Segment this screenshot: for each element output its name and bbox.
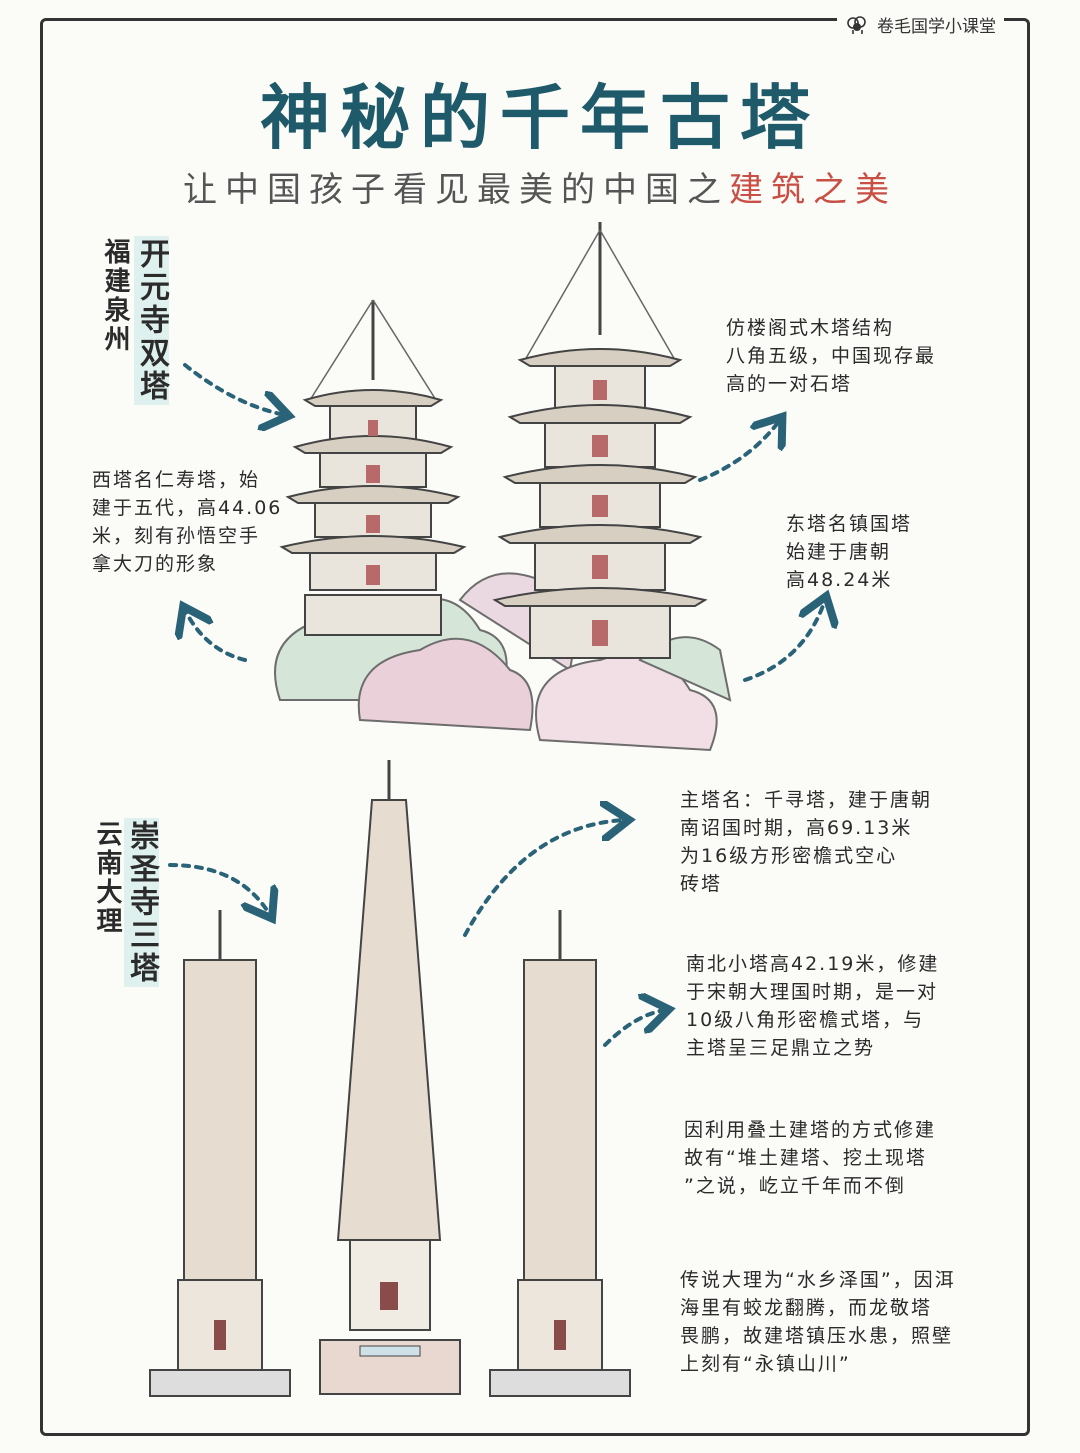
qianxun-pagoda-illustration: [319, 760, 461, 1395]
subtitle-accent: 建筑之美: [729, 170, 897, 210]
section1-note-west: 西塔名仁寿塔，始 建于五代，高44.06 米，刻有孙悟空手 拿大刀的形象: [92, 469, 283, 575]
arrow-to-main-note: [463, 820, 625, 937]
section2-note-build: 因利用叠土建塔的方式修建 故有“堆土建塔、挖土现塔 ”之说，屹立千年而不倒: [684, 1119, 937, 1197]
arrow-to-top-note: [698, 420, 780, 482]
east-pagoda-illustration: [492, 222, 708, 659]
arrow-to-small-note: [603, 1010, 665, 1047]
page-frame: [40, 18, 1030, 1436]
page-subtitle: 让中国孩子看见最美的中国之建筑之美: [0, 162, 1080, 211]
subtitle-main: 让中国孩子看见最美的中国之: [183, 170, 729, 210]
section2-arrows: [168, 820, 665, 1047]
south-small-pagoda-illustration: [489, 910, 631, 1397]
west-pagoda-illustration: [279, 299, 467, 636]
section2-note-main: 主塔名：千寻塔，建于唐朝 南诏国时期，高69.13米 为16级方形密檐式空心 砖…: [680, 789, 933, 895]
brand: 卷毛国学小课堂: [837, 10, 1004, 39]
section1-name: 开元寺双塔: [134, 236, 169, 405]
arrow-to-west-note: [185, 610, 247, 662]
section2-location: 云南大理: [92, 820, 122, 936]
section2-note-small: 南北小塔高42.19米，修建 于宋朝大理国时期，是一对 10级八角形密檐式塔，与…: [686, 953, 940, 1059]
section2-note-legend: 传说大理为“水乡泽国”，因洱 海里有蛟龙翻腾，而龙敬塔 畏鹏，故建塔镇压水患，照…: [680, 1269, 956, 1375]
brand-name: 卷毛国学小课堂: [877, 17, 996, 37]
section1-location: 福建泉州: [100, 238, 130, 354]
arrow-to-east-note: [743, 600, 825, 682]
section1-note-east: 东塔名镇国塔 始建于唐朝 高48.24米: [786, 513, 913, 591]
section1-note-top: 仿楼阁式木塔结构 八角五级，中国现存最 高的一对石塔: [726, 317, 937, 395]
arrow-to-main-pagoda: [168, 863, 270, 915]
north-small-pagoda-illustration: [149, 910, 291, 1397]
arrow-to-west-pagoda: [183, 363, 285, 415]
section1-arrows: [183, 363, 825, 682]
sheep-icon: [847, 15, 866, 34]
page-title: 神秘的千年古塔: [260, 76, 820, 159]
section2-name: 崇圣寺三塔: [124, 818, 159, 987]
